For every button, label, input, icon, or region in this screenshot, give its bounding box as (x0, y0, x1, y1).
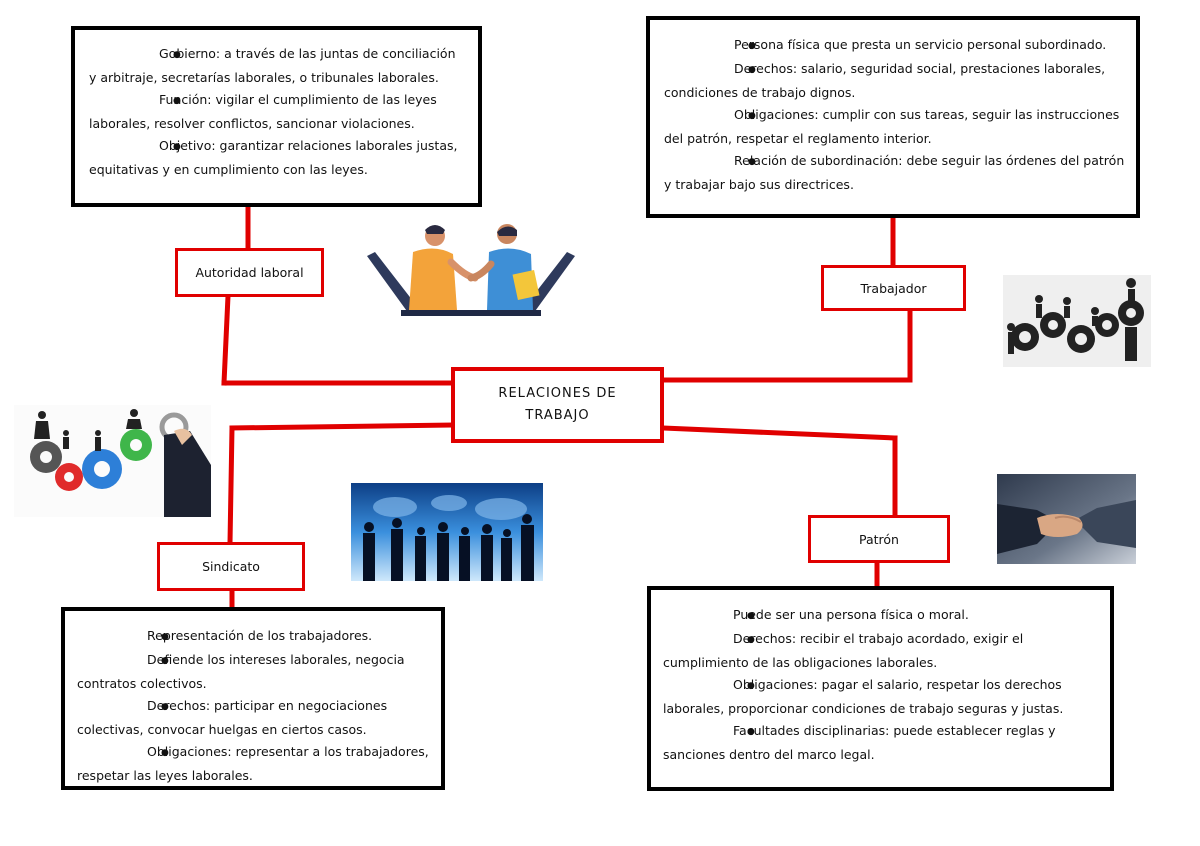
center-title-line1: RELACIONES DE (498, 386, 617, 401)
silhouettes-world-map (351, 483, 543, 581)
autoridad-label: Autoridad laboral (175, 248, 324, 297)
autoridad-details-box: Gobierno: a través de las juntas de conc… (71, 26, 482, 207)
sindicato-item: Obligaciones: representar a los trabajad… (77, 741, 431, 787)
sindicato-label: Sindicato (157, 542, 305, 591)
patron-item: Puede ser una persona física o moral. (663, 604, 1100, 628)
center-title: RELACIONES DE TRABAJO (451, 367, 664, 443)
trabajador-item: Derechos: salario, seguridad social, pre… (664, 58, 1126, 104)
handshake-photo (997, 474, 1136, 564)
patron-item: Derechos: recibir el trabajo acordado, e… (663, 628, 1100, 674)
sindicato-item: Representación de los trabajadores. (77, 625, 431, 649)
trabajador-label: Trabajador (821, 265, 966, 311)
handshake-illustration (365, 222, 577, 318)
trabajador-item: Relación de subordinación: debe seguir l… (664, 150, 1126, 196)
trabajador-item: Obligaciones: cumplir con sus tareas, se… (664, 104, 1126, 150)
sindicato-details-box: Representación de los trabajadores. Defi… (61, 607, 445, 790)
gears-hand-illustration (14, 405, 211, 517)
autoridad-item: Función: vigilar el cumplimiento de las … (89, 89, 466, 135)
patron-item: Facultades disciplinarias: puede estable… (663, 720, 1100, 766)
trabajador-details-box: Persona física que presta un servicio pe… (646, 16, 1140, 218)
center-title-line2: TRABAJO (525, 408, 590, 423)
sindicato-item: Derechos: participar en negociaciones co… (77, 695, 431, 741)
gears-people-icon (1003, 275, 1151, 367)
autoridad-item: Objetivo: garantizar relaciones laborale… (89, 135, 466, 181)
sindicato-item: Defiende los intereses laborales, negoci… (77, 649, 431, 695)
autoridad-item: Gobierno: a través de las juntas de conc… (89, 43, 466, 89)
patron-details-box: Puede ser una persona física o moral. De… (647, 586, 1114, 791)
trabajador-item: Persona física que presta un servicio pe… (664, 34, 1126, 58)
patron-label: Patrón (808, 515, 950, 563)
patron-item: Obligaciones: pagar el salario, respetar… (663, 674, 1100, 720)
